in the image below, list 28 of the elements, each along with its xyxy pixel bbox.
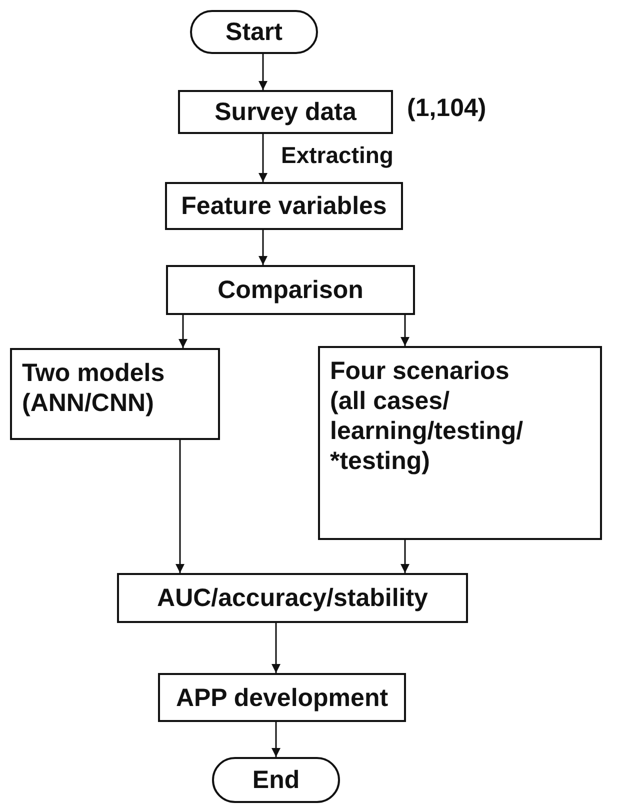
node-label: APP development <box>176 682 388 712</box>
process-box <box>10 348 220 440</box>
process-box <box>166 265 415 315</box>
arrow <box>258 230 268 265</box>
process-box <box>158 673 406 722</box>
arrow <box>178 315 188 348</box>
node-label: Comparison <box>218 275 364 305</box>
process-box <box>178 90 393 134</box>
arrow <box>400 540 410 573</box>
process-box <box>117 573 468 623</box>
arrow <box>176 440 184 573</box>
node-label: AUC/accuracy/stability <box>157 583 428 613</box>
node-label: Survey data <box>214 97 356 127</box>
node-label: Feature variables <box>181 191 387 221</box>
arrow <box>272 722 280 757</box>
node-label: Start <box>226 17 282 47</box>
arrow <box>258 134 268 182</box>
process-box <box>318 346 602 540</box>
arrow <box>258 54 268 90</box>
arrow <box>400 315 410 346</box>
arrow <box>272 623 280 673</box>
node-label: End <box>252 765 300 795</box>
node-label: Four scenarios <box>330 356 510 386</box>
node-detail: (ANN/CNN) <box>22 388 154 418</box>
node-detail: (all cases/ learning/testing/ *testing) <box>330 386 524 476</box>
node-label: Two models <box>22 358 165 388</box>
process-box <box>165 182 403 230</box>
count-label: (1,104) <box>407 94 486 123</box>
